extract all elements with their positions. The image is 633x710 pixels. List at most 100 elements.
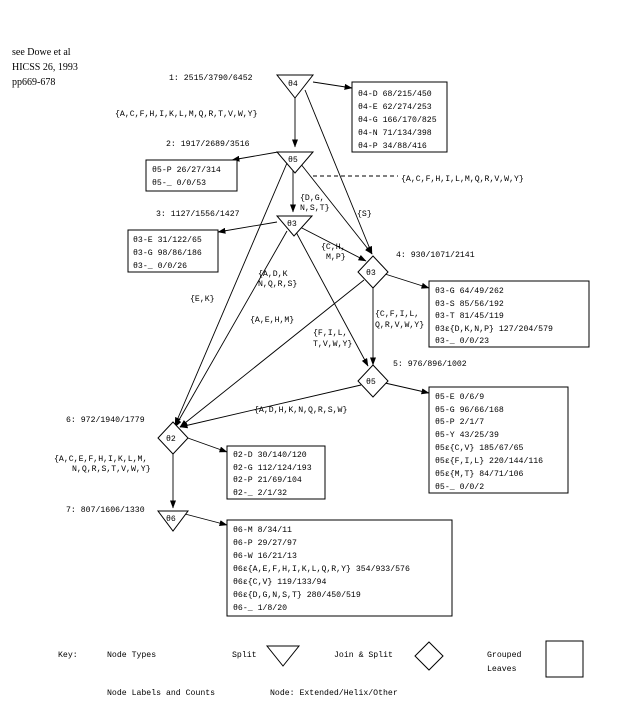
leaf-4-row: θ3-_ 0/0/23 [435,336,489,346]
key-node-counts: Node: Extended/Helix/Other [270,688,398,698]
node-label-5: 5: 976/896/1002 [393,359,467,369]
edge-5-leaf5 [384,382,430,395]
leaf-7-row: θ6-_ 1/8/20 [233,603,287,613]
edge-labels: {A,C,F,H,I,K,L,M,Q,R,T,V,W,Y} {A,C,F,H,I… [54,109,524,474]
leaf-7-row: θ6-P 29/27/97 [233,538,297,548]
edge-label-6-7-b: N,Q,R,S,T,V,W,Y} [72,464,151,474]
key-split-label: Split [232,650,257,660]
reference-note: see Dowe et al HICSS 26, 1993 pp669-678 [12,47,78,88]
leaf-6-row: θ2-_ 2/1/32 [233,488,287,498]
edge-label-6-7-a: {A,C,E,F,H,I,K,L,M, [54,454,147,464]
node-label-4: 4: 930/1071/2141 [396,250,475,260]
leaf-4-row: θ3-S 85/56/192 [435,299,504,309]
node-symbol-2: θ5 [288,155,298,165]
node-symbol-4: θ3 [366,268,376,278]
edge-label-3-5-b: T,V,W,Y} [313,339,352,349]
node-7-split-triangle [157,510,189,532]
node-symbol-1: θ4 [288,79,298,89]
reference-line-3: pp669-678 [12,77,55,88]
node-4: 4: 930/1071/2141 θ3 [357,250,475,289]
leaf-4-row: θ3-G 64/49/262 [435,286,504,296]
node-1-split-triangle [275,74,315,99]
leaf-7-row: θ6ε{A,E,F,H,I,K,L,Q,R,Y} 354/933/576 [233,564,410,574]
edge-label-1-2: {A,C,F,H,I,K,L,M,Q,R,T,V,W,Y} [115,109,258,119]
leaf-4-row: θ3ε{D,K,N,P} 127/204/579 [435,324,553,334]
leaf-6-row: θ2-D 30/140/120 [233,450,307,460]
edge-1-leaf1 [312,81,353,90]
leaf-1-row: θ4-E 62/274/253 [358,102,432,112]
node-6: 6: 972/1940/1779 θ2 [66,415,189,455]
edge-3-4 [299,226,367,262]
edge-label-4-5-a: {C,F,I,L, [375,309,419,319]
edge-2-6 [174,162,288,426]
edge-4-leaf4 [384,273,430,289]
leaf-3-row: θ3-E 31/122/65 [133,235,202,245]
node-5-join-split-diamond [357,364,389,398]
edge-2-leaf2 [231,151,279,162]
leaf-6-row: θ2-G 112/124/193 [233,463,312,473]
leaf-3-row: θ3-G 98/86/186 [133,248,202,258]
leaf-7-row: θ6ε{D,G,N,S,T} 280/450/519 [233,590,361,600]
leaf-3-row: θ3-_ 0/0/26 [133,261,187,271]
leaf-boxes: θ4-D 68/215/450 θ4-E 62/274/253 θ4-G 166… [127,81,590,617]
leaf-4-row: θ3-T 81/45/119 [435,311,504,321]
node-3-split-triangle [275,215,314,237]
edge-5-6 [179,384,362,429]
edges [170,81,430,527]
node-1: 1: 2515/3790/6452 θ4 [169,73,315,99]
node-label-2: 2: 1917/2689/3516 [166,139,250,149]
leaf-1-row: θ4-G 166/170/825 [358,115,437,125]
key-node-labels: Node Labels and Counts [107,688,215,698]
key-leaves-label: Leaves [487,665,517,674]
leaf-7-row: θ6-W 16/21/13 [233,551,297,561]
leaf-box-6: θ2-D 30/140/120 θ2-G 112/124/193 θ2-P 21… [226,445,326,500]
node-6-join-split-diamond [157,421,189,455]
leaf-box-5: θ5-E 0/6/9 θ5-G 96/66/168 θ5-P 2/1/7 θ5-… [428,386,569,494]
edge-label-3-4-a: {C,H, [321,242,346,252]
leaf-5-row: θ5ε{C,V} 185/67/65 [435,443,524,453]
leaf-5-row: θ5-Y 43/25/39 [435,430,499,440]
edge-7-leaf7 [184,513,228,527]
leaf-7-row: θ6-M 8/34/11 [233,525,292,535]
node-5: 5: 976/896/1002 θ5 [357,359,467,398]
leaf-5-row: θ5-P 2/1/7 [435,417,484,427]
edge-label-2-3-a: {D,G, [300,193,325,203]
edge-label-2-6: {E,K} [190,294,215,304]
edge-2-4 [299,162,373,255]
edge-label-5-6: {A,D,H,K,N,Q,R,S,W} [254,405,347,415]
edge-label-2-4: {S} [357,209,372,219]
leaf-7-row: θ6ε{C,V} 119/133/94 [233,577,326,587]
node-symbol-7: θ6 [166,514,176,524]
node-2-split-triangle [275,151,315,174]
edge-label-4-6: {A,E,H,M} [250,315,294,325]
leaf-1-row: θ4-P 34/88/416 [358,141,427,151]
leaf-1-row: θ4-N 71/134/398 [358,128,432,138]
key-grouped-label: Grouped [487,650,521,660]
node-3: 3: 1127/1556/1427 θ3 [156,209,314,237]
leaf-5-row: θ5-G 96/66/168 [435,405,504,415]
leaf-5-row: θ5-_ 0/0/2 [435,482,484,492]
leaf-box-2: θ5-P 26/27/314 θ5-_ 0/0/53 [145,159,238,192]
key-title: Key: [58,651,78,660]
leaf-2-row: θ5-_ 0/0/53 [152,178,206,188]
node-4-join-split-diamond [357,255,389,289]
key-join-split-diamond-icon [414,641,444,671]
reference-line-2: HICSS 26, 1993 [12,62,78,73]
key-join-split-label: Join & Split [334,650,393,660]
edge-3-6 [174,230,288,428]
leaf-5-row: θ5-E 0/6/9 [435,392,484,402]
node-symbol-3: θ3 [287,219,297,229]
key-legend: Key: Node Types Split Join & Split Group… [58,640,584,698]
leaf-box-3: θ3-E 31/122/65 θ3-G 98/86/186 θ3-_ 0/0/2… [127,229,219,273]
node-label-7: 7: 807/1606/1330 [66,505,145,515]
edge-label-2-3-b: N,S,T} [300,203,329,213]
node-label-1: 1: 2515/3790/6452 [169,73,253,83]
edge-label-dashed: {A,C,F,H,I,L,M,Q,R,V,W,Y} [401,174,524,184]
node-symbol-5: θ5 [366,377,376,387]
edge-3-5 [295,231,369,367]
key-grouped-leaves-box-icon [545,640,584,678]
reference-line-1: see Dowe et al [12,47,71,58]
edge-3-leaf3 [217,221,278,234]
node-label-6: 6: 972/1940/1779 [66,415,145,425]
